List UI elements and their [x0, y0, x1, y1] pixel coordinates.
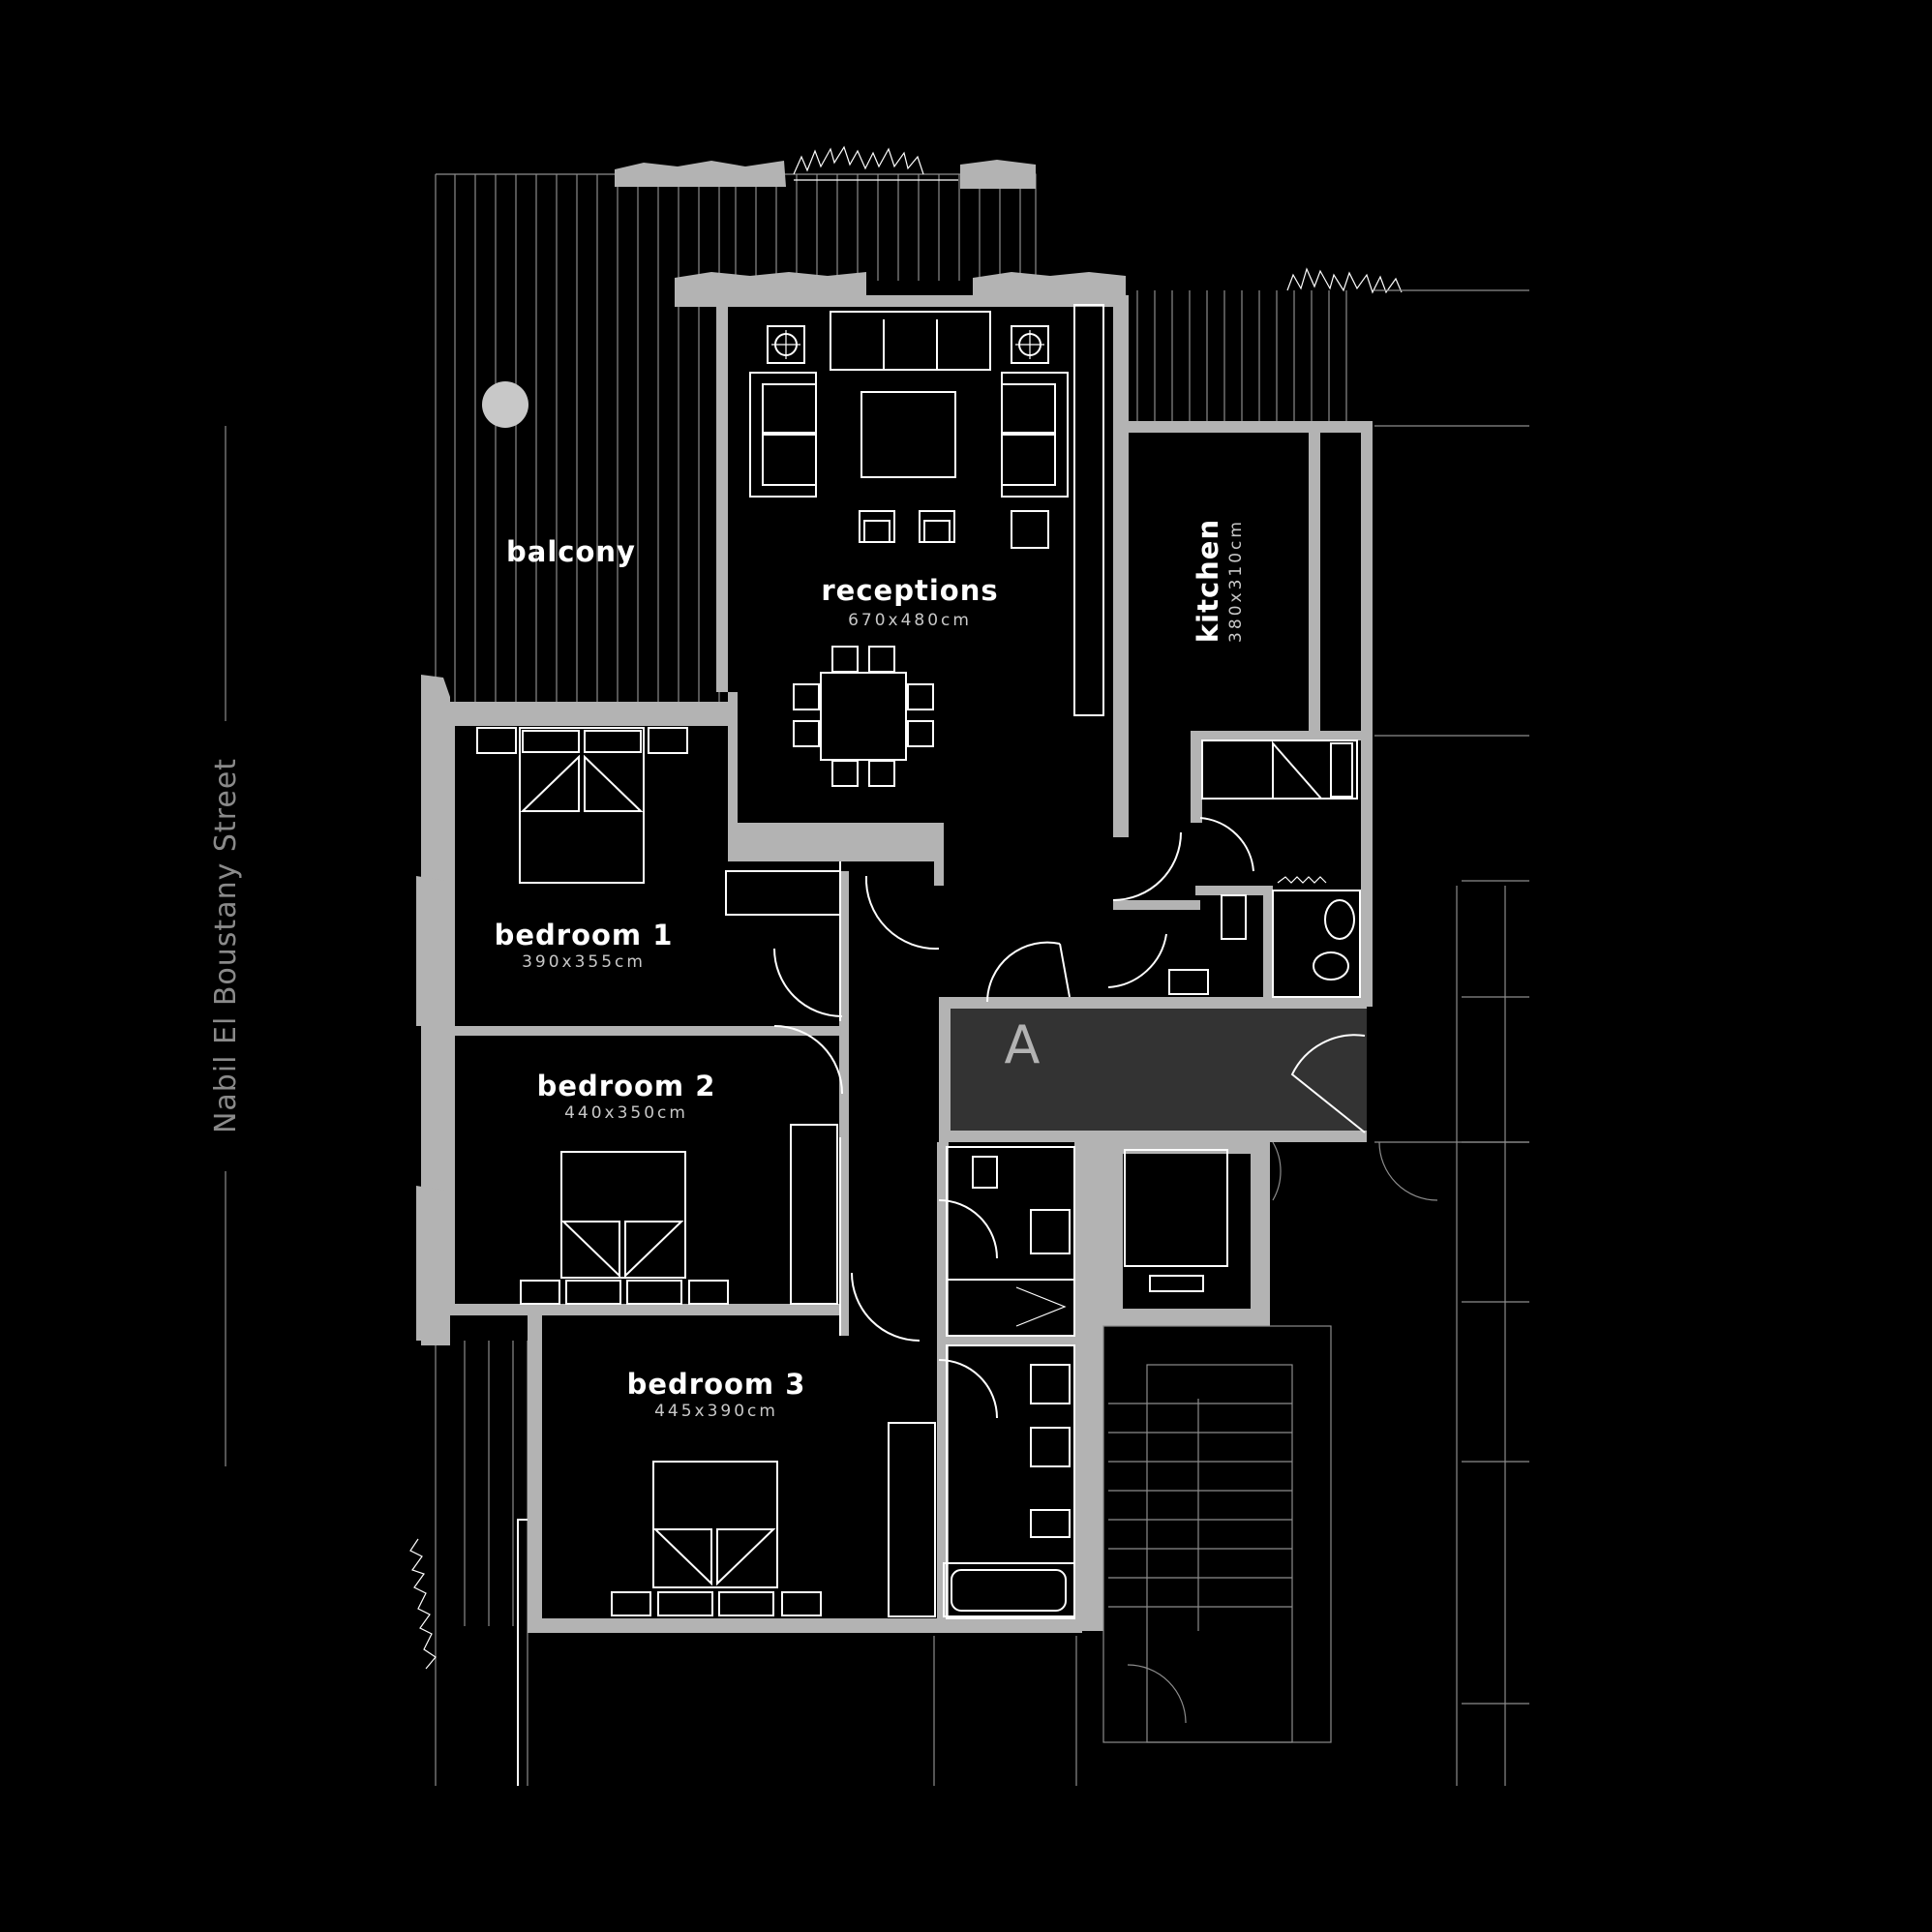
- receptions-size: 670x480cm: [848, 611, 972, 630]
- plant-icon: [793, 145, 958, 181]
- planters: [409, 145, 1403, 1670]
- lamp-icon-2: [1011, 325, 1049, 364]
- street-label: Nabil El Boustany Street: [209, 758, 243, 1133]
- street-group: Nabil El Boustany Street: [209, 426, 243, 1466]
- bedroom3-size: 445x390cm: [654, 1402, 778, 1421]
- kitchen-label: kitchen: [1192, 519, 1224, 643]
- lamp-icon: [767, 325, 805, 364]
- bedroom2-label: bedroom 2: [537, 1070, 716, 1102]
- balcony-label: balcony: [506, 535, 636, 568]
- balcony-table-icon: [482, 381, 528, 428]
- receptions-label: receptions: [821, 574, 998, 607]
- bedroom1-size: 390x355cm: [522, 952, 646, 972]
- walls: [416, 295, 1373, 1633]
- plant-icon-2: [1286, 267, 1403, 294]
- labels: balcony receptions 670x480cm kitchen 380…: [495, 519, 1246, 1421]
- bedroom2-size: 440x350cm: [564, 1103, 688, 1123]
- entrance-marker: A: [1005, 1014, 1041, 1075]
- plant-icon-3: [409, 1538, 437, 1670]
- entry-hall: [944, 1007, 1367, 1132]
- interior-lines: [476, 289, 1529, 1786]
- balcony-decking: [435, 173, 1347, 1786]
- bedroom1-label: bedroom 1: [495, 919, 674, 951]
- bedroom3-label: bedroom 3: [627, 1368, 806, 1401]
- doors: [517, 817, 1366, 1786]
- stairwell: [933, 289, 1529, 1786]
- kitchen-size: 380x310cm: [1226, 519, 1246, 643]
